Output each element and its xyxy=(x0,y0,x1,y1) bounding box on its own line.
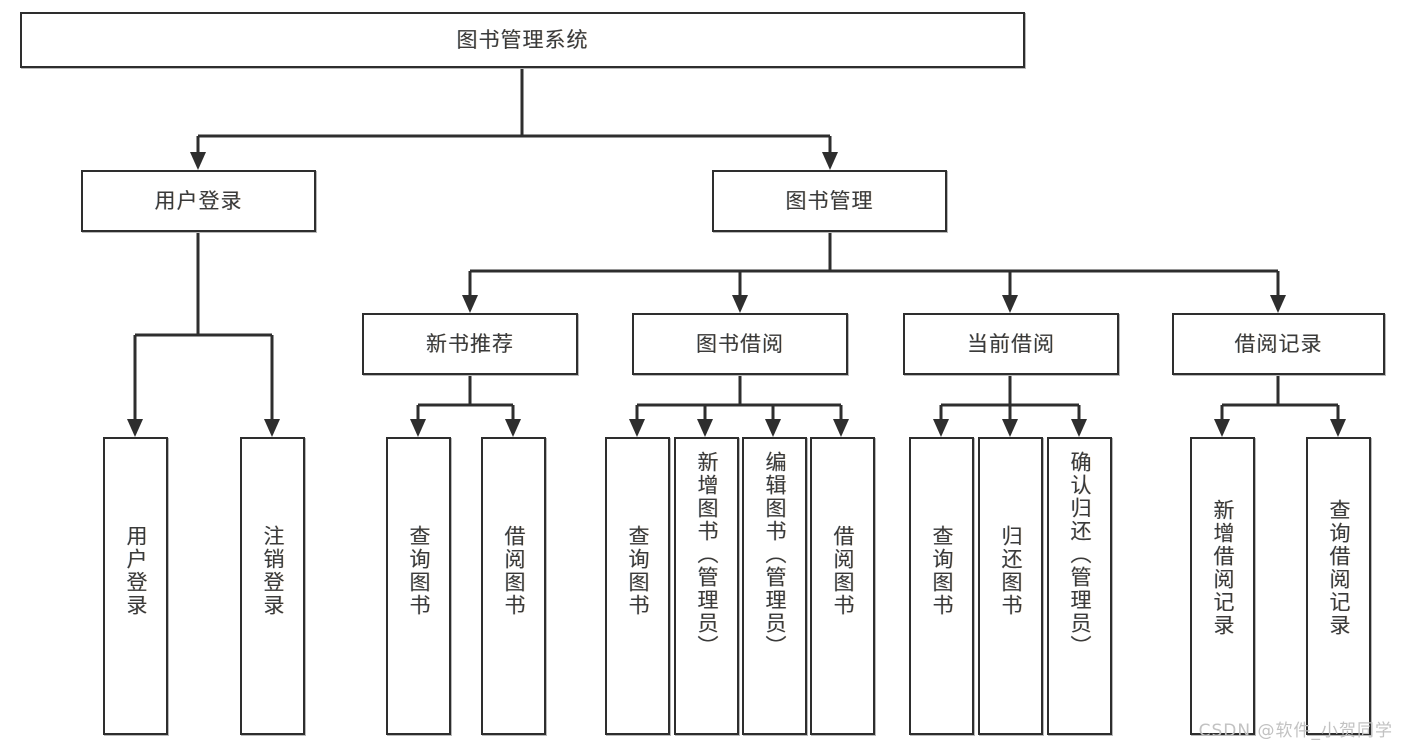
node-leaf-logout-label: 注销登录 xyxy=(260,525,285,617)
node-leaf-edit-book[interactable]: 编辑图书（管理员） xyxy=(742,437,807,735)
node-leaf-confirm-return-label: 确认归还（管理员） xyxy=(1067,451,1092,658)
node-leaf-confirm-return[interactable]: 确认归还（管理员） xyxy=(1047,437,1112,735)
node-root[interactable]: 图书管理系统 xyxy=(20,12,1025,68)
node-leaf-add-book[interactable]: 新增图书（管理员） xyxy=(674,437,739,735)
node-new-book-recommend-label: 新书推荐 xyxy=(426,331,514,356)
node-root-label: 图书管理系统 xyxy=(456,27,589,52)
node-leaf-add-record-label: 新增借阅记录 xyxy=(1210,499,1235,637)
node-leaf-borrow-book-2[interactable]: 借阅图书 xyxy=(810,437,875,735)
node-book-management-label: 图书管理 xyxy=(785,188,874,213)
node-leaf-borrow-book-2-label: 借阅图书 xyxy=(830,525,855,617)
node-leaf-user-login[interactable]: 用户登录 xyxy=(103,437,168,735)
node-borrow-record-label: 借阅记录 xyxy=(1234,331,1323,356)
node-book-borrow[interactable]: 图书借阅 xyxy=(632,313,848,375)
node-leaf-query-record-label: 查询借阅记录 xyxy=(1326,499,1351,637)
node-user-login-label: 用户登录 xyxy=(154,188,243,213)
node-leaf-query-book-1-label: 查询图书 xyxy=(406,525,431,617)
node-leaf-query-book-2-label: 查询图书 xyxy=(625,525,650,617)
node-leaf-add-record[interactable]: 新增借阅记录 xyxy=(1190,437,1255,735)
node-book-borrow-label: 图书借阅 xyxy=(696,331,784,356)
node-leaf-query-book-3[interactable]: 查询图书 xyxy=(909,437,974,735)
node-leaf-borrow-book-1[interactable]: 借阅图书 xyxy=(481,437,546,735)
node-current-borrow-label: 当前借阅 xyxy=(967,331,1055,356)
node-leaf-add-book-label: 新增图书（管理员） xyxy=(694,451,719,658)
node-leaf-return-book[interactable]: 归还图书 xyxy=(978,437,1043,735)
node-leaf-user-login-label: 用户登录 xyxy=(123,525,148,617)
node-leaf-borrow-book-1-label: 借阅图书 xyxy=(501,525,526,617)
node-leaf-query-record[interactable]: 查询借阅记录 xyxy=(1306,437,1371,735)
node-new-book-recommend[interactable]: 新书推荐 xyxy=(362,313,578,375)
node-borrow-record[interactable]: 借阅记录 xyxy=(1172,313,1385,375)
node-leaf-query-book-1[interactable]: 查询图书 xyxy=(386,437,451,735)
node-book-management[interactable]: 图书管理 xyxy=(712,170,947,232)
node-leaf-edit-book-label: 编辑图书（管理员） xyxy=(762,451,787,658)
node-leaf-query-book-3-label: 查询图书 xyxy=(929,525,954,617)
node-leaf-query-book-2[interactable]: 查询图书 xyxy=(605,437,670,735)
node-leaf-logout[interactable]: 注销登录 xyxy=(240,437,305,735)
node-user-login[interactable]: 用户登录 xyxy=(81,170,316,232)
node-leaf-return-book-label: 归还图书 xyxy=(998,525,1023,617)
node-current-borrow[interactable]: 当前借阅 xyxy=(903,313,1119,375)
